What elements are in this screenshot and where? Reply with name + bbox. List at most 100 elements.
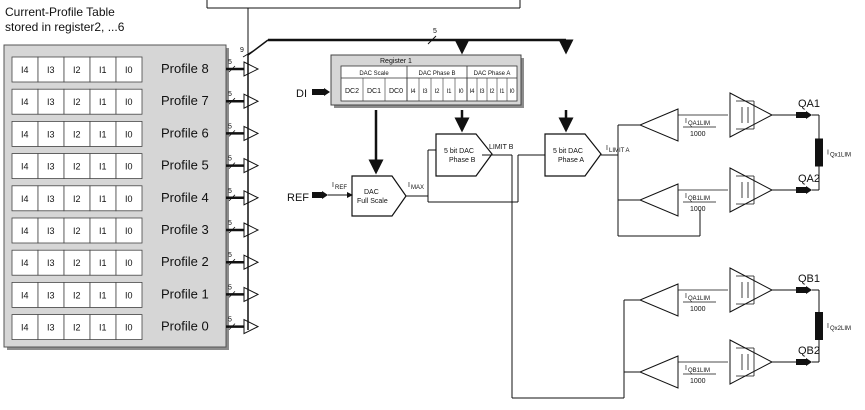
table-cell-label: I2 (73, 323, 81, 333)
table-cell-label: I4 (21, 194, 29, 204)
table-cell (63, 185, 91, 212)
table-cell (89, 153, 117, 180)
table-cell-label: I2 (73, 65, 81, 75)
table-cell-label: I1 (99, 226, 107, 236)
register-cell: I0 (458, 89, 464, 95)
table-cell-label: I4 (21, 162, 29, 172)
di-input: DI (296, 88, 330, 100)
table-cell-label: I4 (21, 290, 29, 300)
output-label: QA2 (798, 173, 820, 185)
sense-label-main: I (827, 323, 829, 330)
table-cell (89, 121, 117, 147)
table-cell-label: I1 (99, 65, 107, 75)
bus-slash (228, 323, 236, 330)
profile-label: Profile 4 (161, 190, 209, 205)
current-label-sub: QB1LIM (688, 368, 710, 374)
current-label-den: 1000 (690, 131, 706, 138)
table-cell-label: I1 (99, 129, 107, 139)
current-label-den: 1000 (690, 206, 706, 213)
dac-full-scale: DAC Full Scale (351, 110, 407, 217)
register-cell: I2 (434, 89, 440, 95)
table-cell-label: I3 (47, 65, 55, 75)
table-cell-label: I3 (47, 258, 55, 268)
table-cell (115, 281, 143, 308)
profile-label: Profile 3 (161, 222, 209, 237)
register-cell: I1 (499, 89, 505, 95)
table-cell (37, 153, 65, 180)
table-title-line1: Current-Profile Table (5, 5, 115, 19)
table-cell-label: I1 (99, 323, 107, 333)
bus-width-5: 5 (228, 252, 232, 259)
output-label: QB1 (798, 273, 820, 285)
output-label: QB2 (798, 345, 820, 357)
register-cell: DC0 (389, 88, 403, 95)
table-cell (89, 249, 117, 276)
table-cell (37, 88, 65, 115)
register-cell: I0 (509, 89, 515, 95)
dac-phase-b: 5 bit DAC Phase B LIMIT B (435, 110, 625, 399)
table-cell-label: I0 (125, 162, 133, 172)
table-cell (37, 314, 65, 341)
register-group-label: DAC Scale (359, 71, 389, 77)
bus-slash (228, 130, 236, 137)
bus-slash (228, 258, 236, 266)
register-group-label: DAC Phase B (418, 71, 455, 77)
table-cell (63, 56, 91, 83)
bus-slash (228, 65, 236, 73)
bus-width-5: 5 (228, 156, 232, 163)
table-cell (115, 121, 143, 147)
imax-sub: MAX (411, 185, 424, 191)
register-cell: I2 (489, 89, 495, 95)
bus-slash (228, 97, 236, 105)
table-cell-label: I3 (47, 162, 55, 172)
dac-phase-a: 5 bit DAC Phase A I LIMIT A (544, 110, 701, 237)
table-cell-label: I4 (21, 323, 29, 333)
profile-label: Profile 0 (161, 319, 209, 334)
register-title: Register 1 (380, 58, 412, 65)
table-cell-label: I2 (73, 226, 81, 236)
table-cell-label: I3 (47, 290, 55, 300)
bus-width-5: 5 (228, 188, 232, 195)
table-cell-label: I2 (73, 162, 81, 172)
table-cell-label: I3 (47, 323, 55, 333)
bus-slash (228, 226, 236, 234)
di-label: DI (296, 88, 307, 100)
sense-triangle (638, 283, 679, 317)
top-block-frame (206, 0, 521, 55)
table-cell-label: I4 (21, 129, 29, 139)
table-cell (115, 249, 143, 276)
ilimit-a-main: I (606, 145, 608, 152)
sense-label-sub: Qx2LIM (830, 326, 851, 332)
profile-label: Profile 6 (161, 125, 209, 140)
table-cell (115, 185, 143, 212)
sense-resistor (815, 138, 823, 167)
current-label-main: I (685, 118, 687, 125)
table-cell-label: I2 (73, 194, 81, 204)
bus-width-9: 9 (240, 47, 244, 54)
buffer-triangle (243, 189, 260, 206)
register-cell: I4 (410, 89, 416, 95)
bus-width-5-top: 5 (433, 28, 437, 35)
ref-input: REF I REF (287, 182, 353, 204)
profile-bus: 9 (240, 39, 269, 330)
table-cell-label: I3 (47, 129, 55, 139)
ilimit-a-sub: LIMIT A (609, 148, 630, 154)
dac-a-line1: 5 bit DAC (553, 148, 583, 155)
table-title-line2: stored in register2, ...6 (5, 20, 125, 34)
table-cell (11, 217, 39, 244)
bus-width-5: 5 (228, 59, 232, 66)
table-cell-label: I4 (21, 258, 29, 268)
bus-slash (228, 194, 236, 202)
table-cell (11, 249, 39, 276)
table-cell-label: I0 (125, 129, 133, 139)
output-label: QA1 (798, 98, 820, 110)
bus-slash (228, 162, 236, 169)
